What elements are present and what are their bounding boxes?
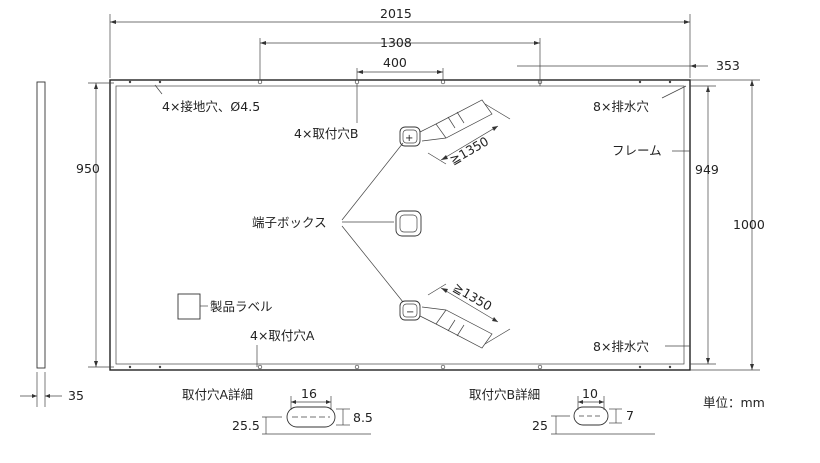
total-width-label: 2015 — [380, 6, 412, 21]
unit-label: 単位：mm — [703, 395, 765, 410]
total-height-label: 1000 — [733, 217, 765, 232]
left-height-label: 950 — [76, 161, 100, 176]
junction-box-label: 端子ボックス — [252, 215, 327, 230]
mount-hole-b-label: 4×取付穴B — [294, 126, 359, 141]
detail-a-drawing — [262, 396, 371, 435]
dim-right-offset — [517, 64, 708, 68]
product-label-box — [177, 293, 201, 320]
detail-a-title: 取付穴A詳細 — [182, 387, 253, 402]
minus-symbol: − — [406, 307, 414, 318]
panel-frame — [109, 79, 691, 371]
dim-mount-spacing — [259, 38, 541, 86]
drain-bottom-label: 8×排水穴 — [593, 339, 649, 354]
detail-a-width: 16 — [301, 386, 317, 401]
drain-top-leader — [661, 85, 687, 99]
detail-b-title: 取付穴B詳細 — [469, 387, 540, 402]
detail-b-width: 10 — [582, 386, 598, 401]
right-inner-height-label: 949 — [695, 162, 719, 177]
detail-b-offset: 25 — [532, 418, 548, 433]
cable-bottom-label: ≧1350 — [451, 280, 495, 314]
dim-mount-inner — [356, 68, 444, 80]
product-label-text: 製品ラベル — [210, 299, 273, 314]
dim-total-width — [109, 14, 691, 78]
frame-label: フレーム — [612, 143, 662, 158]
detail-b-height: 7 — [626, 408, 634, 423]
junction-leaders — [341, 142, 404, 303]
mount-hole-a-label: 4×取付穴A — [250, 328, 315, 343]
frame-holes — [128, 79, 672, 370]
dim-total-height — [690, 79, 760, 371]
ground-holes-label: 4×接地穴、Ø4.5 — [162, 99, 260, 114]
ground-hole-leader — [154, 84, 163, 95]
cable-top-label: ≧1350 — [447, 133, 491, 167]
dim-right-inner-height — [690, 85, 716, 365]
junction-box-top — [399, 99, 511, 165]
mount-spacing-label: 1308 — [380, 35, 412, 50]
side-thickness-dim: 35 — [68, 388, 84, 403]
detail-a-height: 8.5 — [353, 410, 373, 425]
drain-top-label: 8×排水穴 — [593, 99, 649, 114]
junction-box-bottom — [399, 283, 511, 349]
detail-a-offset: 25.5 — [232, 418, 260, 433]
dim-left-height — [88, 82, 114, 368]
plus-symbol: + — [405, 133, 413, 144]
side-profile — [20, 81, 62, 407]
right-offset-label: 353 — [716, 58, 740, 73]
detail-b-drawing — [551, 396, 655, 435]
junction-box-middle — [395, 210, 422, 237]
mount-inner-label: 400 — [383, 55, 407, 70]
